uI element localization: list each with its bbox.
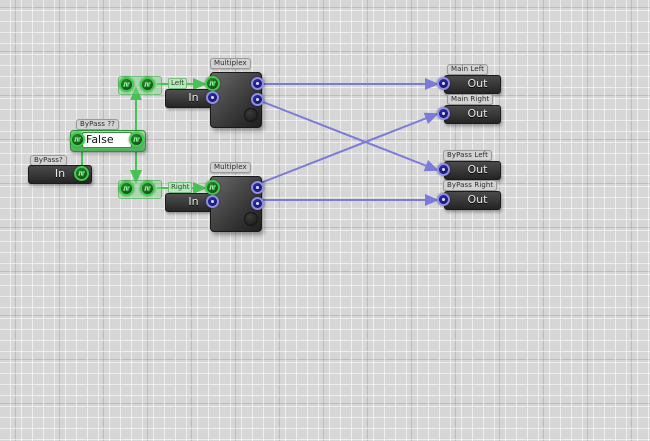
node-out-main-right-caption: Main Right [447,94,494,105]
node-out-main-right-body[interactable]: Out [444,105,501,124]
node-out-bypass-left-label: Out [467,163,488,176]
multiplex-top-title: Multiplex [210,58,251,69]
audio-port-icon[interactable] [437,163,450,176]
node-bypass-input-label: In [54,167,66,180]
signal-port-icon[interactable] [70,132,85,147]
signal-port-icon[interactable] [140,77,155,92]
wire-mux-top-out-b-to-bypass-left [257,99,439,172]
audio-port-icon[interactable] [437,107,450,120]
audio-port-icon[interactable] [251,77,264,90]
node-out-main-left-caption: Main Left [447,64,489,75]
audio-port-icon[interactable] [206,195,219,208]
audio-port-icon[interactable] [251,93,264,106]
node-out-bypass-left-body[interactable]: Out [444,161,501,180]
node-out-main-left-label: Out [467,77,488,90]
bypass-switch-value-field[interactable]: False [82,132,132,148]
signal-port-icon[interactable] [74,166,89,181]
multiplex-bottom-input-label: Right [168,182,193,193]
signal-port-icon[interactable] [119,77,134,92]
multiplex-top-in-label: In [188,91,199,104]
audio-port-icon[interactable] [437,193,450,206]
audio-port-icon[interactable] [437,77,450,90]
audio-port-disabled-icon[interactable] [244,212,258,226]
node-bypass-switch-caption: ByPass ?? [76,119,119,130]
node-out-bypass-right-label: Out [467,193,488,206]
multiplex-bottom-title: Multiplex [210,162,251,173]
node-out-main-left-body[interactable]: Out [444,75,501,94]
multiplex-bottom-in-label: In [188,195,199,208]
wire-mux-bottom-out-a-to-main-right [257,112,439,185]
node-out-main-right-label: Out [467,107,488,120]
audio-port-icon[interactable] [206,91,219,104]
audio-port-icon[interactable] [251,181,264,194]
signal-port-icon[interactable] [119,181,134,196]
signal-port-icon[interactable] [129,132,144,147]
audio-port-icon[interactable] [251,197,264,210]
node-out-bypass-right-body[interactable]: Out [444,191,501,210]
audio-port-disabled-icon[interactable] [244,108,258,122]
multiplex-top-input-label: Left [168,78,188,89]
node-out-bypass-right-caption: ByPass Right [443,180,498,191]
signal-port-icon[interactable] [205,180,220,195]
signal-port-icon[interactable] [205,76,220,91]
signal-port-icon[interactable] [140,181,155,196]
node-out-bypass-left-caption: ByPass Left [443,150,492,161]
